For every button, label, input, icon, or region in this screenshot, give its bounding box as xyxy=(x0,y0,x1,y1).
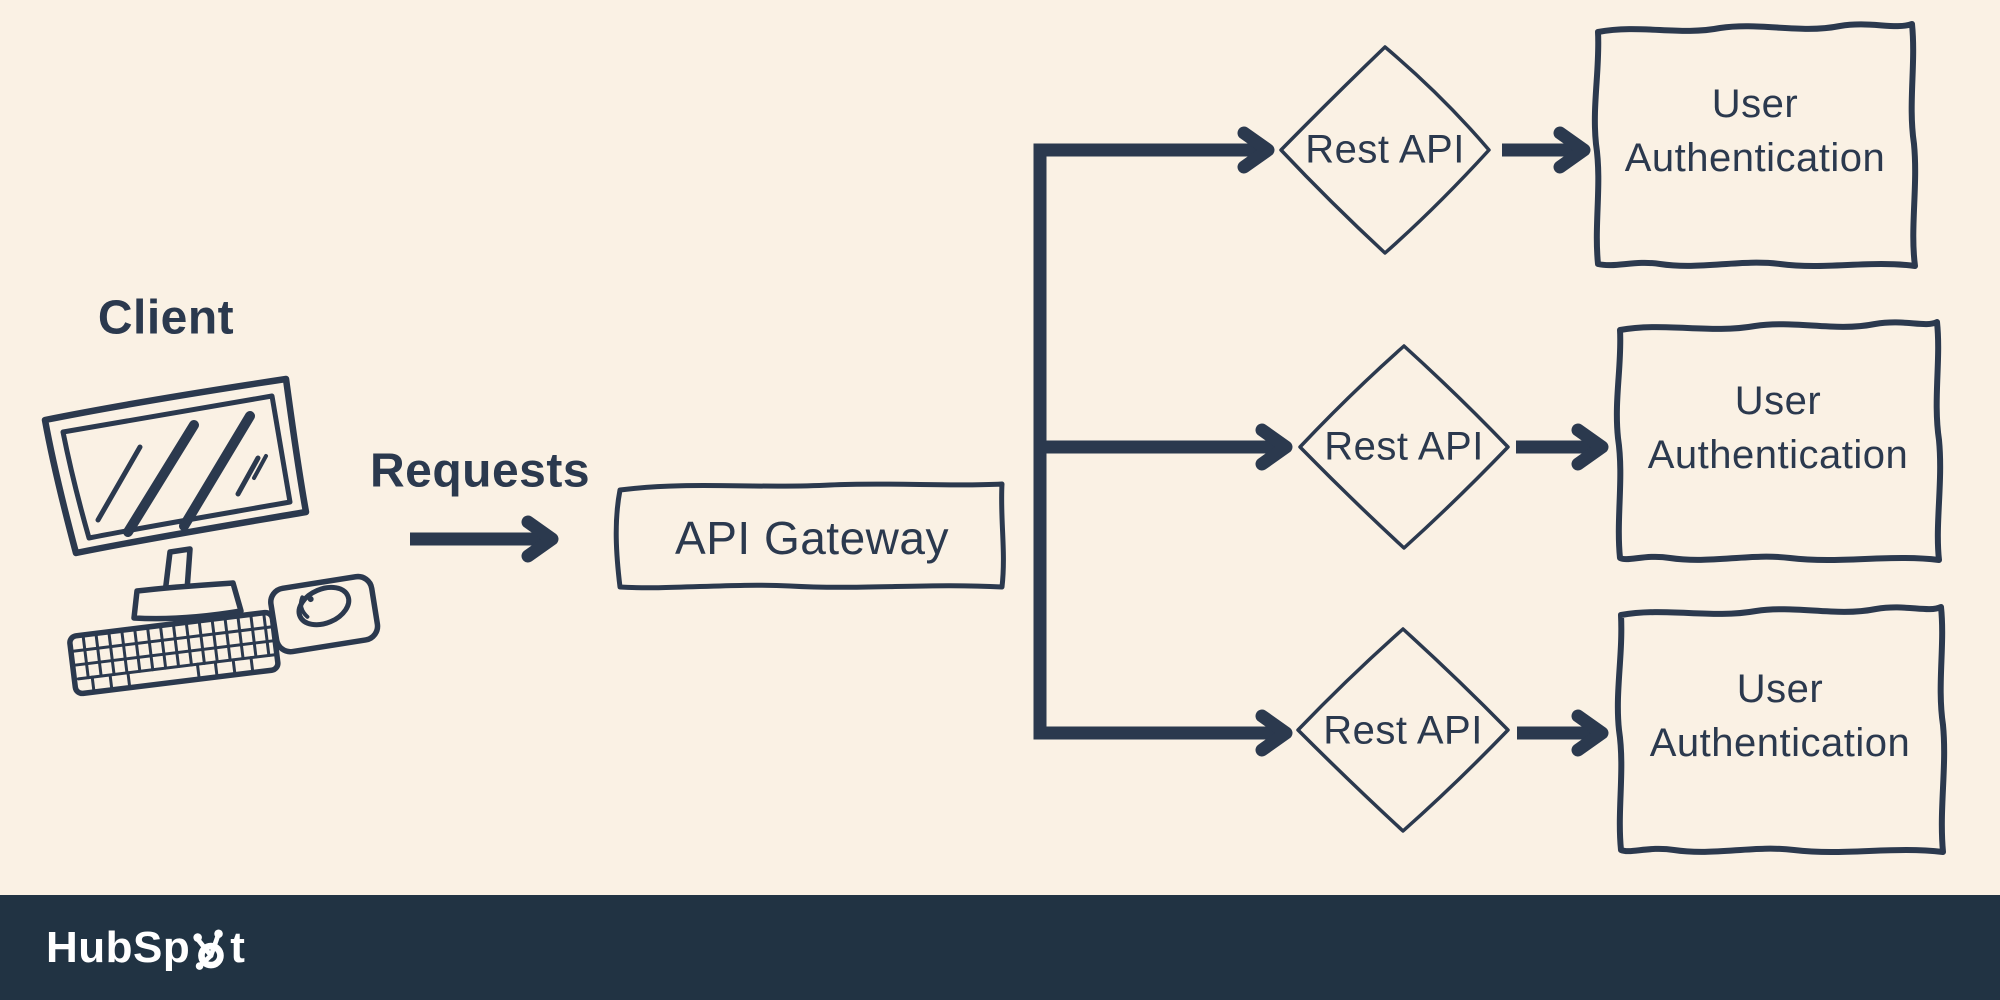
user-auth-label-1-line1: User xyxy=(1711,82,1799,126)
footer-bar: HubSp t xyxy=(0,895,2000,1000)
hubspot-logo-text-after: t xyxy=(230,922,246,972)
api-gateway-label: API Gateway xyxy=(675,512,949,564)
monitor-icon xyxy=(41,375,310,622)
hubspot-logo-text-before: HubSp xyxy=(46,922,191,972)
user-auth-label-1-line2: Authentication xyxy=(1624,136,1886,180)
rest-api-label-1: Rest API xyxy=(1305,127,1465,172)
rest-api-label-3: Rest API xyxy=(1323,708,1483,753)
rest-api-diamond-2 xyxy=(1298,344,1510,550)
keyboard-icon xyxy=(67,609,281,697)
user-auth-label-2-line1: User xyxy=(1734,379,1822,423)
client-computer-illustration xyxy=(41,375,381,697)
trunk-bottom-arrow xyxy=(1033,440,1293,757)
rest-api-diamond-1 xyxy=(1279,45,1491,255)
user-auth-label-3-line2: Authentication xyxy=(1649,721,1911,765)
user-auth-label-1: User Authentication xyxy=(1625,77,1886,185)
flow-arrows xyxy=(410,126,1609,757)
rest-api-diamond-3 xyxy=(1296,627,1510,833)
user-auth-label-2-line2: Authentication xyxy=(1647,433,1909,477)
rest-api-label-2: Rest API xyxy=(1324,424,1484,469)
user-auth-box-3 xyxy=(1614,604,1948,855)
mouse-icon xyxy=(268,573,381,655)
user-auth-label-2: User Authentication xyxy=(1648,374,1909,482)
user-auth-box-1 xyxy=(1591,21,1919,269)
client-label: Client xyxy=(97,291,235,345)
trunk-top-arrow xyxy=(1033,126,1275,454)
user-auth-box-2 xyxy=(1613,319,1944,563)
hubspot-sprocket-icon xyxy=(193,928,225,970)
hubspot-logo: HubSp t xyxy=(46,923,245,973)
user-auth-label-3: User Authentication xyxy=(1650,662,1911,770)
api-gateway-box xyxy=(613,481,1006,591)
requests-label: Requests xyxy=(369,444,591,498)
user-auth-label-3-line1: User xyxy=(1736,667,1824,711)
